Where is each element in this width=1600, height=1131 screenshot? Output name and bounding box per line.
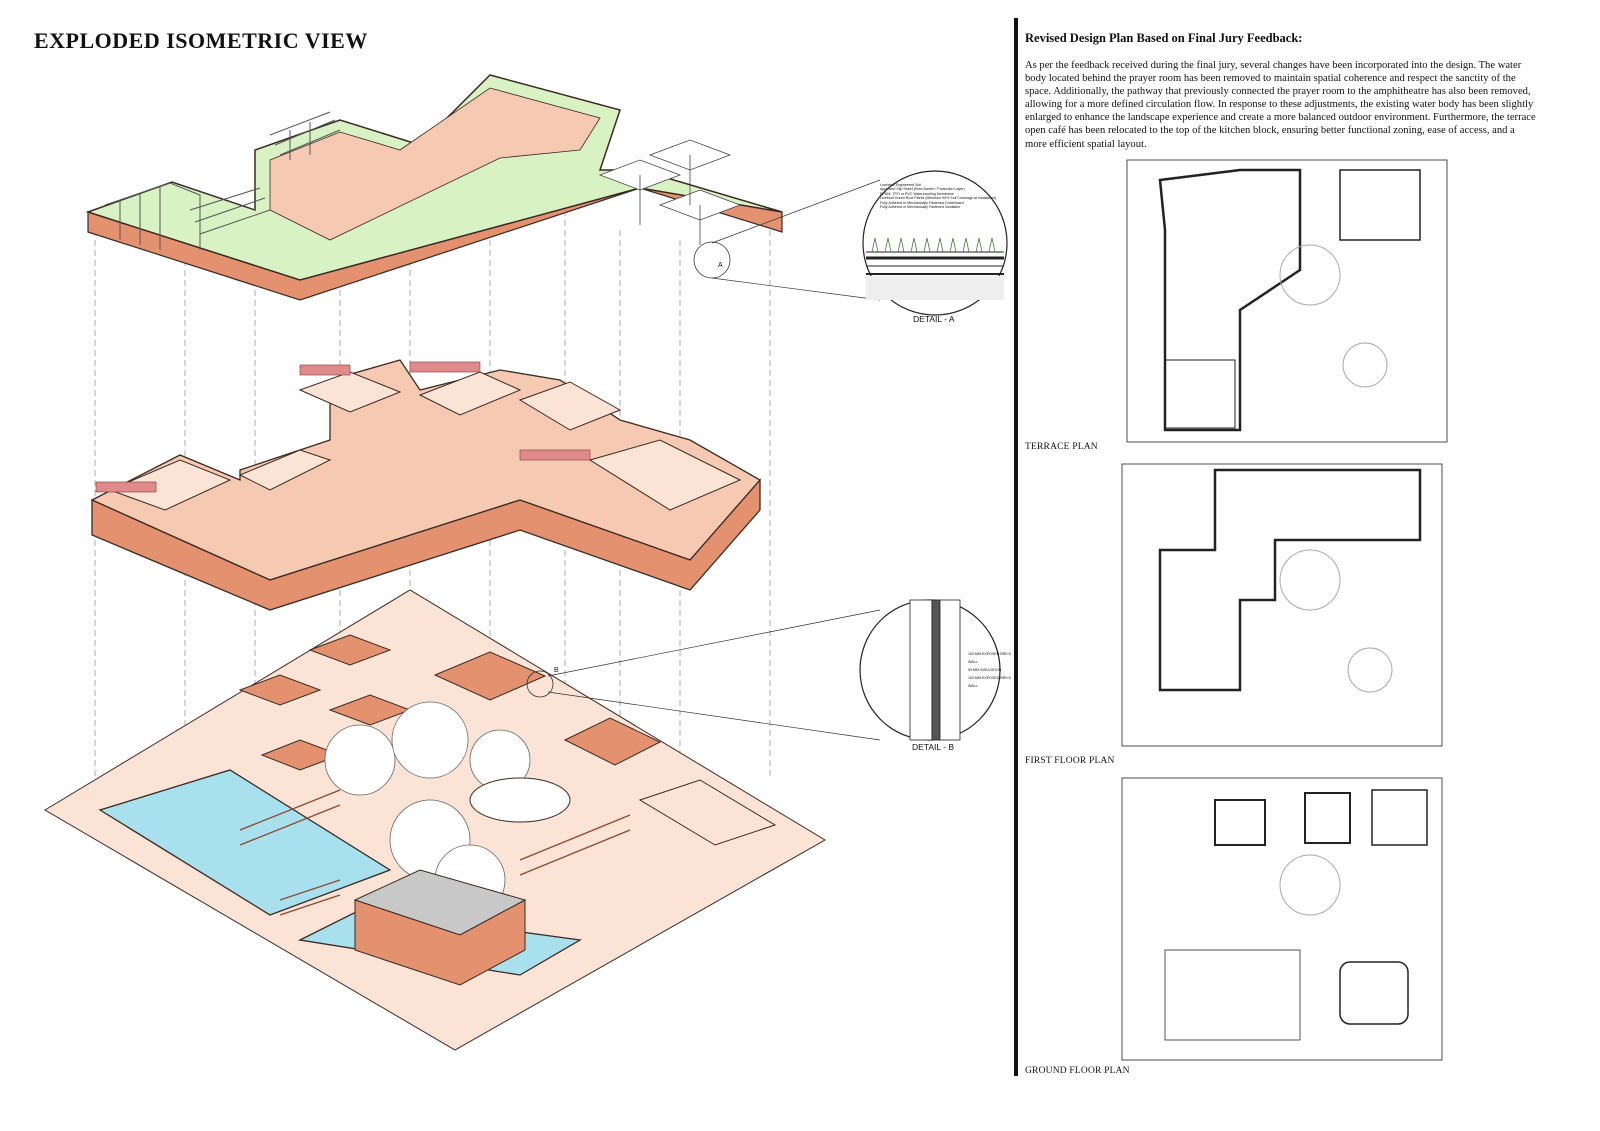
detail-a-note: EPDM, TPO or PVC Waterproofing Membrane [880, 191, 954, 196]
revision-body: As per the feedback received during the … [1025, 60, 1536, 150]
detail-b-callout [526, 670, 554, 698]
first-floor-rooms [108, 371, 742, 511]
first-floor-wall-front [91, 478, 761, 611]
detail-a-callout [693, 241, 731, 279]
terrace-plan-drawing [1126, 159, 1448, 443]
detail-a-note: Fully Adhered or Mechanically Fastened C… [880, 200, 964, 205]
ground-floor-layer [44, 589, 826, 1051]
detail-b-marker: B [554, 667, 559, 674]
ground-floor-plan-label: GROUND FLOOR PLAN [1025, 1066, 1130, 1076]
revision-heading: Revised Design Plan Based on Final Jury … [1025, 31, 1303, 45]
first-floor-layer [90, 359, 762, 611]
first-floor-plan-drawing [1121, 463, 1443, 747]
page-title: EXPLODED ISOMETRIC VIEW [34, 28, 368, 53]
detail-a-note: Fully Adhered or Mechanically Fastened I… [880, 205, 961, 210]
ground-pergolas [239, 789, 631, 916]
detail-b-notes: 100 MM EXPOSED BRICK WALL 50 MM INSULATI… [968, 650, 1018, 690]
detail-a-note: Approved Slip Sheet (Root Barrier / Prot… [880, 187, 965, 192]
terrace-layer [85, 74, 783, 301]
detail-b-note: 100 MM EXPOSED BRICK WALL [968, 652, 1012, 664]
detail-b-drawing [547, 599, 1001, 741]
pergola-structures [104, 111, 341, 250]
detail-a-label: DETAIL - A [913, 314, 955, 324]
tensile-canopies [598, 139, 742, 245]
central-deck-base [354, 899, 526, 986]
terrace-plan-label: TERRACE PLAN [1025, 442, 1098, 452]
detail-b-note: 50 MM INSULATION [968, 668, 1002, 672]
detail-a-marker: A [718, 262, 723, 269]
detail-a-drawing [711, 170, 1008, 316]
detail-a-note: Lowheed Engineered Soil [880, 183, 921, 187]
ground-floor-plan-drawing [1121, 777, 1443, 1061]
detail-b-label: DETAIL - B [912, 742, 955, 752]
detail-a-notes: Lowheed Engineered Soil Approved Slip Sh… [880, 183, 1000, 209]
vertical-divider [1014, 18, 1018, 1076]
first-floor-plan-label: FIRST FLOOR PLAN [1025, 756, 1115, 766]
ground-rooms [238, 634, 662, 771]
first-floor-brick-screens [95, 361, 591, 493]
detail-b-note: 100 MM EXPOSED BRICK WALL [968, 676, 1012, 688]
amphitheatre-platform [469, 777, 571, 823]
detail-a-note: Livefroof Green Roof Plants (Minimum 95%… [880, 196, 997, 201]
amphitheatre-steps [638, 779, 777, 846]
terrace-paved-area [269, 87, 601, 241]
